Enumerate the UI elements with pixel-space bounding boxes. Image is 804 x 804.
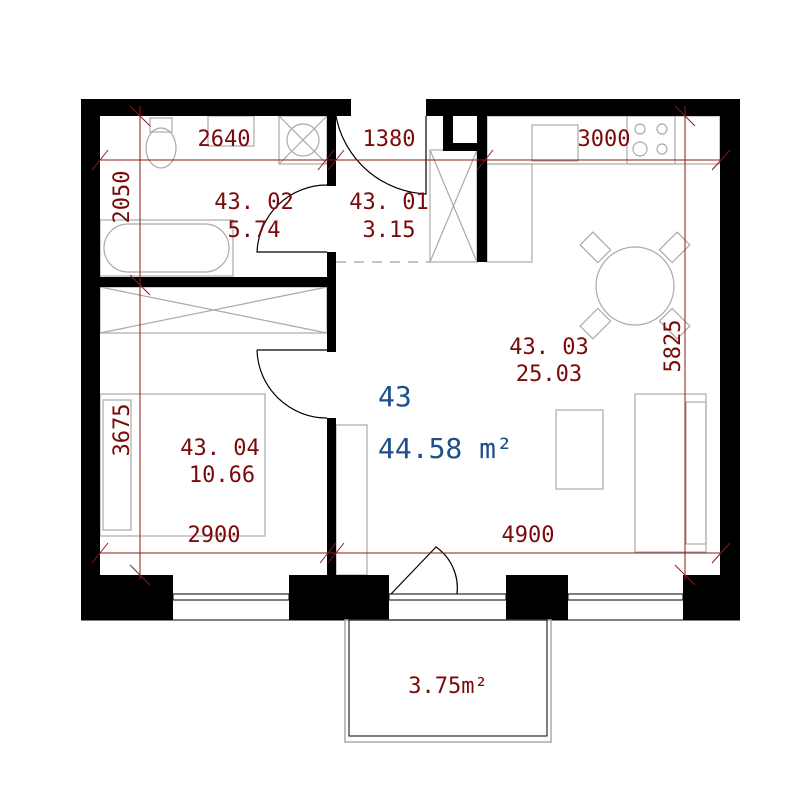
dim-living-depth: 5825 [661,320,686,373]
dim-bedroom-depth: 3675 [110,404,135,457]
dim-bath-depth: 2050 [110,171,135,224]
kitchen-sink [531,124,579,162]
dim-living-width: 4900 [502,523,555,548]
window [172,593,290,601]
dim-bath-width: 2640 [198,127,251,152]
walls [81,99,740,620]
room-id: 43. 02 [214,190,293,215]
bathtub [99,219,234,277]
stove [626,115,676,165]
room-id: 43. 01 [349,190,428,215]
dining-table [595,246,675,326]
balcony [344,619,552,743]
coffee-table [555,409,604,490]
entrance-door [335,115,427,195]
room-area: 5.74 [228,218,281,243]
room-id: 43. 04 [180,436,259,461]
windows [81,593,740,621]
bathroom-door [256,184,328,253]
balcony-door [390,546,458,595]
room-area: 10.66 [189,463,255,488]
dim-bedroom-width: 2900 [188,523,241,548]
toilet [145,127,177,169]
apartment-total-area: 44.58 m² [378,432,513,465]
bedroom-door [256,349,328,419]
furniture [99,115,721,576]
sofa [634,393,707,553]
room-area: 25.03 [516,362,582,387]
dimension-lines [91,105,731,586]
doors [256,115,458,595]
balcony-door-window [388,593,507,601]
balcony-area: 3.75m² [408,674,487,699]
apartment-number: 43 [378,380,412,413]
window [567,593,684,601]
dim-kitchen-width: 3000 [578,127,631,152]
dim-hall-width: 1380 [363,127,416,152]
room-area: 3.15 [363,218,416,243]
room-id: 43. 03 [509,335,588,360]
